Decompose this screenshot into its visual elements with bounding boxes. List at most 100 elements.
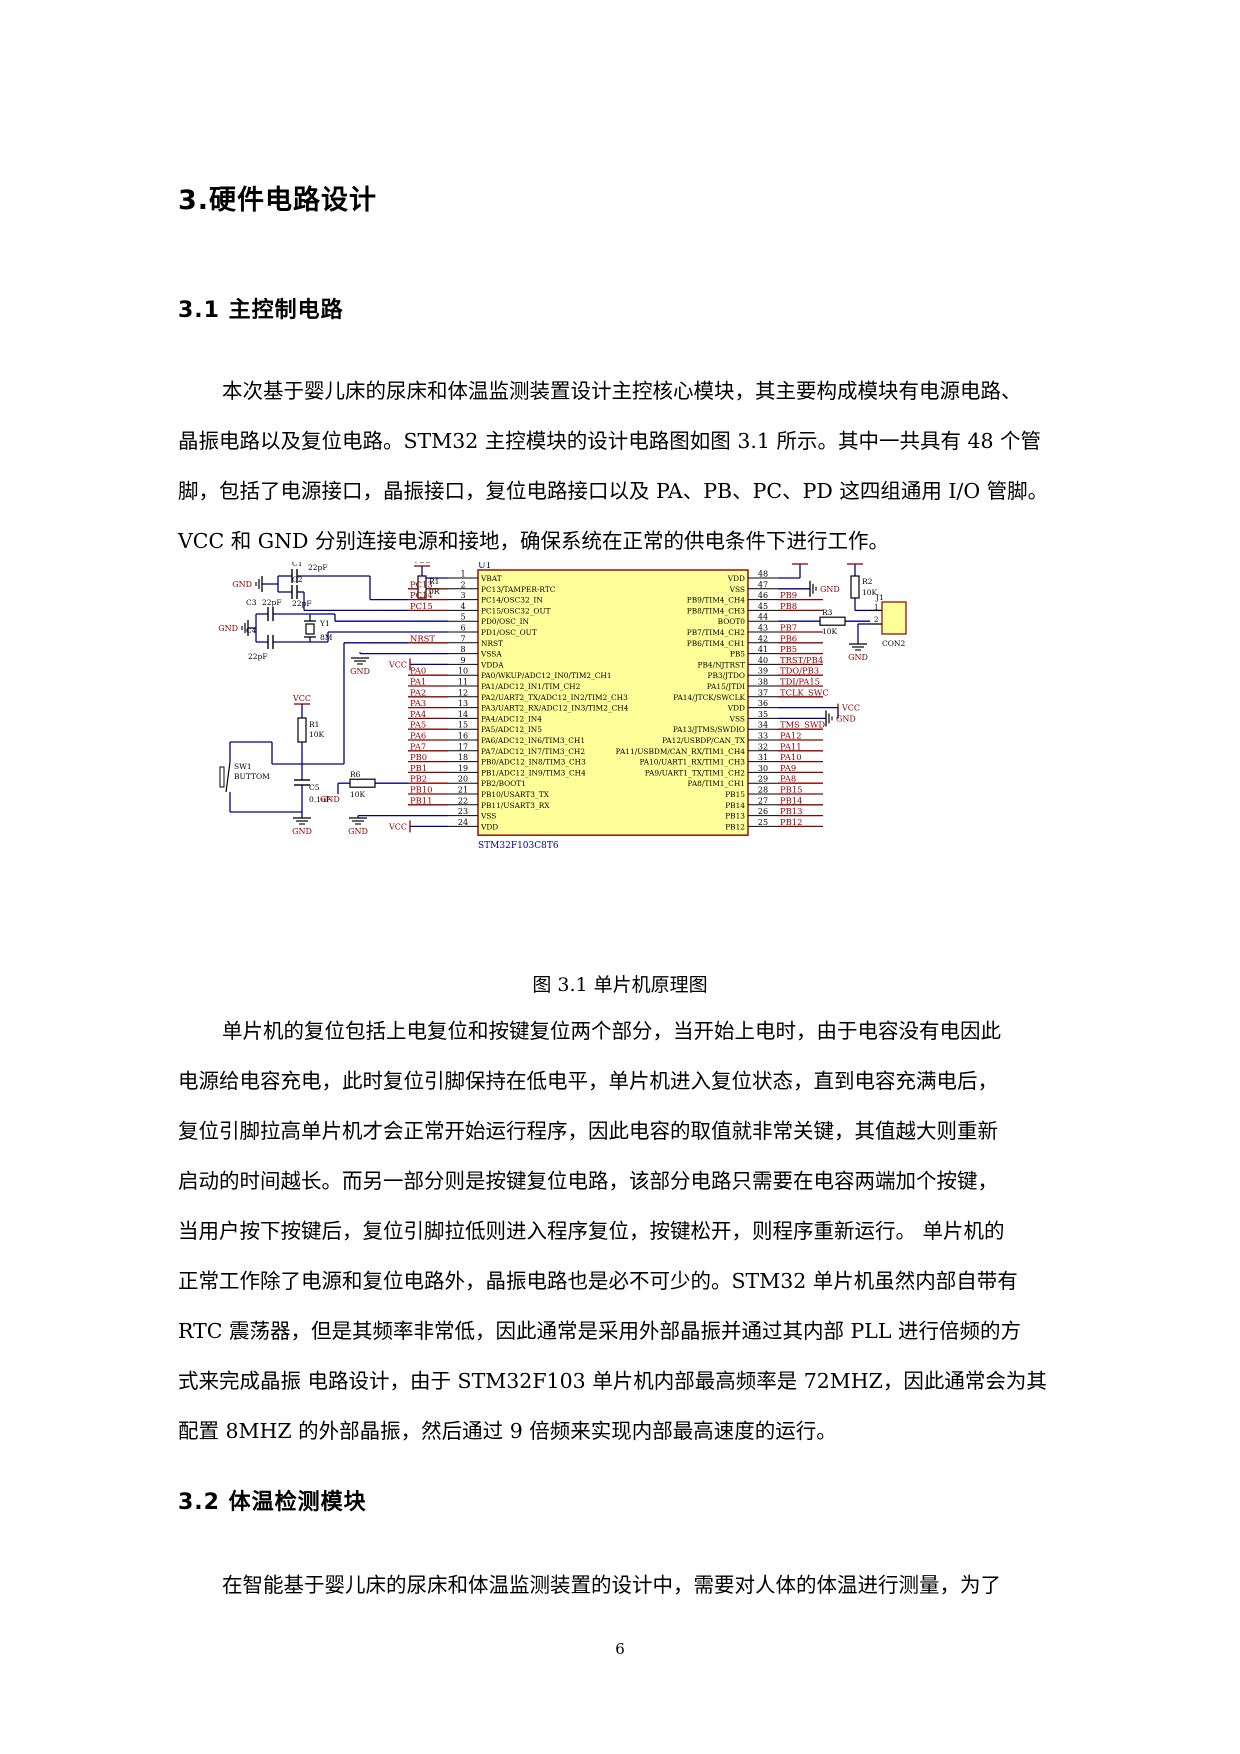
- pin-number: 1: [460, 570, 465, 579]
- pin-name: PA7/ADC12_IN7/TIM3_CH2: [481, 747, 585, 756]
- pin-name: PB10/USART3_TX: [481, 790, 550, 799]
- ref-label: C3: [246, 598, 257, 607]
- reset-switch-sw1: [225, 761, 231, 793]
- pin-name: PD1/OSC_OUT: [481, 628, 537, 637]
- pin-number: 33: [758, 732, 768, 741]
- vcc-label: VCC: [412, 562, 431, 565]
- pin-name: PA6/ADC12_IN6/TIM3_CH1: [481, 736, 585, 745]
- chip-part-label: STM32F103C8T6: [478, 841, 559, 851]
- vcc-label: VCC: [841, 704, 860, 713]
- pin-number: 16: [458, 732, 468, 741]
- pin-name: PB11/USART3_RX: [481, 801, 550, 810]
- gnd-label: GND: [836, 714, 856, 723]
- pin-name: PA11/USBDM/CAN_RX/TIM1_CH4: [616, 747, 746, 756]
- gnd-label: GND: [292, 827, 312, 836]
- pin-name: VDD: [727, 704, 745, 713]
- resistor-r1-reset: [297, 717, 307, 743]
- pin-name: PC14/OSC32_IN: [481, 596, 543, 605]
- mcu-chip-body: [477, 569, 749, 836]
- gnd-label: GND: [350, 667, 370, 676]
- pin-number: 48: [758, 570, 768, 579]
- pin-number: 37: [758, 688, 768, 697]
- vcc-label: VCC: [292, 694, 311, 703]
- pin-number: 19: [458, 764, 468, 773]
- body-temp-paragraph: 在智能基于婴儿床的尿床和体温监测装置的设计中，需要对人体的体温进行测量，为了: [178, 1560, 1068, 1610]
- pin-number: 27: [758, 796, 768, 805]
- net-label: PB8: [780, 601, 797, 611]
- pin-name: VDDA: [480, 660, 504, 669]
- pin-name: PA2/UART2_TX/ADC12_IN2/TIM2_CH3: [481, 693, 628, 702]
- net-label: PB15: [780, 785, 802, 795]
- value-label: 0R: [429, 587, 440, 596]
- pin-name: PA0/WKUP/ADC12_IN0/TIM2_CH1: [481, 671, 612, 680]
- pin-number: 42: [758, 634, 768, 643]
- pin-name: PB2/BOOT1: [481, 779, 526, 788]
- pin-number: 10: [458, 667, 468, 676]
- net-label: PA0: [410, 666, 426, 676]
- pin-number: 11: [458, 678, 468, 687]
- pin-name: PB12: [725, 822, 745, 831]
- pin-name: PA1/ADC12_IN1/TIM_CH2: [481, 682, 580, 691]
- net-label: PA12: [780, 731, 802, 741]
- paragraph-line: 晶振电路以及复位电路。STM32 主控模块的设计电路图如图 3.1 所示。其中一…: [178, 429, 1042, 453]
- pin-number: 25: [758, 818, 768, 827]
- pin-name: PB6/TIM4_CH1: [687, 639, 745, 648]
- pin-name: PB1/ADC12_IN9/TIM3_CH4: [481, 768, 586, 777]
- pin-number: 35: [758, 710, 768, 719]
- resistor-r1-top: [417, 575, 427, 599]
- pin-number: 8: [460, 645, 465, 654]
- net-label: TMS_SWD: [780, 720, 825, 731]
- net-label: PA4: [410, 709, 426, 719]
- pin-number: 47: [758, 580, 768, 589]
- pin-number: 31: [758, 753, 768, 762]
- pin-number: 20: [458, 775, 468, 784]
- net-label: PA2: [410, 687, 426, 697]
- chapter-heading: 3.硬件电路设计: [178, 185, 378, 216]
- paragraph-line: 启动的时间越长。而另一部分则是按键复位电路，该部分电路只需要在电容两端加个按键，: [178, 1169, 998, 1193]
- vcc-label: VCC: [388, 822, 407, 831]
- net-label: TRST/PB4: [780, 655, 823, 665]
- crystal-y1: [305, 623, 315, 635]
- value-label: 0.1uF: [309, 795, 331, 804]
- pin-number: 4: [460, 602, 465, 611]
- net-label: PA3: [410, 698, 426, 708]
- vcc-label: VCC: [388, 660, 407, 669]
- pin-number: 28: [758, 786, 768, 795]
- pin-name: PC13/TAMPER-RTC: [481, 585, 556, 594]
- value-label: 22pF: [308, 563, 328, 572]
- net-label: PB1: [410, 763, 427, 773]
- net-label: PB9: [780, 590, 797, 600]
- pin-name: PB5: [730, 650, 745, 659]
- pin-number: 44: [758, 613, 768, 622]
- pin-name: PB13: [725, 812, 745, 821]
- pin-number: 13: [458, 699, 468, 708]
- net-label: TCLK_SWC: [780, 687, 829, 698]
- pin-number: 30: [758, 764, 768, 773]
- pin-number: 32: [758, 742, 768, 751]
- resistor-r3: [819, 616, 846, 626]
- net-label: PB12: [780, 817, 802, 827]
- net-label: PB7: [780, 623, 797, 633]
- net-label: PC14: [410, 590, 433, 600]
- value-label: 10K: [350, 790, 366, 799]
- net-label: PA5: [410, 720, 426, 730]
- pin-name: PB7/TIM4_CH2: [687, 628, 745, 637]
- net-label: PA8: [780, 774, 796, 784]
- value-label: 10K: [862, 588, 878, 597]
- pin-name: PA9/UART1_TX/TIM1_CH2: [645, 768, 745, 777]
- pin-number: 12: [458, 688, 468, 697]
- pin-number: 2: [460, 580, 465, 589]
- net-label: PA1: [410, 677, 426, 687]
- net-label: TDO/PB3: [780, 666, 819, 676]
- page-number: 6: [615, 1640, 625, 1658]
- figure-caption: 图 3.1 单片机原理图: [532, 974, 708, 996]
- net-label: PB10: [410, 785, 432, 795]
- section-heading-3-2: 3.2 体温检测模块: [178, 1490, 367, 1515]
- pin-name: VDD: [480, 822, 498, 831]
- pin-name: BOOT0: [718, 617, 746, 626]
- paragraph-line: 本次基于婴儿床的尿床和体温监测装置设计主控核心模块，其主要构成模块有电源电路、: [222, 379, 1022, 403]
- chip-ref-label: U1: [478, 562, 491, 571]
- pin-name: PA13/JTMS/SWDIO: [673, 725, 745, 734]
